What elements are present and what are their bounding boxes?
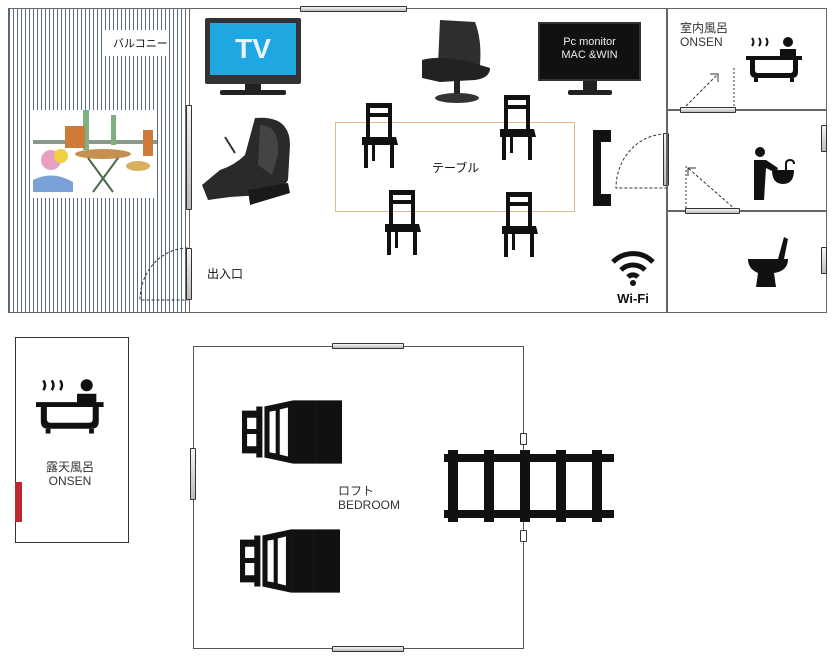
balcony-window [186, 105, 192, 210]
bed-icon [240, 529, 340, 593]
bathtub-icon [746, 36, 803, 83]
table [335, 122, 575, 212]
table-label: テーブル [432, 161, 480, 175]
massage-chair-icon [202, 117, 290, 205]
toilet-icon [748, 237, 788, 287]
chair-icon [500, 95, 536, 160]
top-window [300, 6, 407, 12]
outdoor-bath-label-1: 露天風呂 [46, 460, 95, 474]
room-divider [666, 109, 826, 111]
loft-left-window [190, 448, 196, 500]
washbasin-icon [754, 147, 795, 200]
bathroom-door-swing [615, 133, 667, 189]
outdoor-bath-room [15, 337, 129, 543]
balcony-label-box [105, 30, 169, 56]
chair-icon [385, 190, 421, 255]
recliner-icon [422, 20, 490, 103]
loft-label: ロフト BEDROOM [338, 484, 400, 512]
wifi-label: Wi-Fi [617, 291, 649, 306]
bath-door-swing [685, 68, 735, 108]
entrance-door-swing [139, 247, 189, 301]
room-divider [666, 210, 826, 212]
balcony-label: バルコニー [113, 38, 168, 50]
loft-label-1: ロフト [338, 484, 375, 498]
outdoor-bath-label-2: ONSEN [48, 474, 92, 488]
door-handle-icon [593, 130, 611, 206]
monitor-label-2: MAC &WIN [561, 49, 618, 61]
monitor-label-1: Pc monitor [563, 36, 616, 48]
wifi-sign: Wi-Fi [608, 248, 658, 306]
indoor-bath-label: 室内風呂 ONSEN [680, 21, 728, 49]
loft-label-2: BEDROOM [338, 498, 401, 512]
tv-icon: TV [205, 18, 301, 98]
loft-top-window [332, 343, 404, 349]
washroom-door-swing [685, 166, 737, 211]
washroom-door[interactable] [685, 208, 740, 214]
entrance-label: 出入口 [207, 267, 244, 281]
chair-icon [502, 192, 538, 257]
tv-label: TV [235, 33, 271, 64]
ladder-icon[interactable] [444, 450, 614, 522]
outdoor-bathtub-icon [36, 378, 105, 435]
outdoor-bath-door[interactable] [15, 482, 22, 522]
pc-monitor-icon: Pc monitor MAC &WIN [538, 22, 641, 98]
bathroom-divider-wall [666, 8, 668, 313]
loft-bottom-window [332, 646, 404, 652]
indoor-bath-label-2: ONSEN [680, 35, 723, 49]
bed-icon [242, 400, 342, 464]
wifi-icon [611, 251, 655, 286]
chair-icon [362, 103, 398, 168]
indoor-bath-label-1: 室内風呂 [680, 21, 729, 35]
loft-right-marker [520, 530, 527, 542]
outdoor-bath-label: 露天風呂 ONSEN [46, 460, 94, 488]
bath-door[interactable] [680, 107, 736, 113]
loft-right-marker [520, 433, 527, 445]
patio-furniture-image [33, 110, 157, 198]
bath-window [821, 125, 827, 152]
main-floor-outline [8, 8, 827, 313]
toilet-window [821, 247, 827, 274]
entrance-door[interactable] [186, 248, 192, 300]
